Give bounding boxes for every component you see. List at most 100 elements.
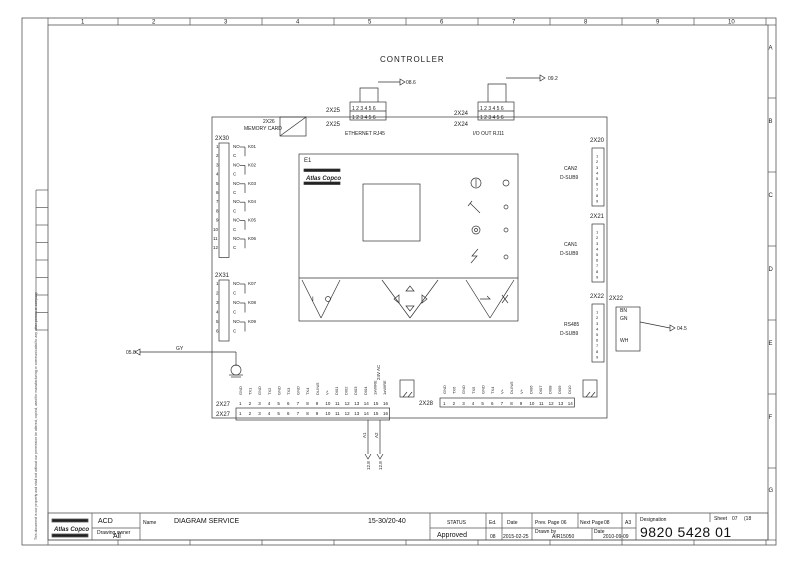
- relay-block-1-contact: NO: [233, 218, 240, 223]
- x27-pin-top: 3: [258, 401, 261, 406]
- relay-block-1-relay: K06: [248, 236, 257, 241]
- column-number: 10: [728, 20, 735, 26]
- row-letter: F: [769, 415, 773, 421]
- designation-label: Designation: [640, 517, 667, 523]
- paper-size: A3: [625, 520, 632, 526]
- controller-display-unit: [298, 153, 519, 322]
- x27-pin-bottom: 14: [364, 411, 370, 416]
- can1-pin: 3: [596, 241, 599, 246]
- drawn-by-label: Drawn by: [535, 529, 557, 535]
- arrow-icon: [134, 348, 141, 356]
- relay-block-1-ref: 2X30: [215, 136, 230, 142]
- can1-sub: D-SUB9: [560, 251, 579, 257]
- brand-bar-top: [303, 168, 341, 172]
- can2-pin: 4: [596, 170, 599, 175]
- x27-pin-top: 2: [249, 401, 252, 406]
- x27-pin-top: 16: [383, 401, 389, 406]
- rs485-pin: 1: [596, 310, 599, 315]
- relay-block-2-ref: 2X31: [215, 273, 230, 279]
- logo-bar-top: [51, 518, 89, 523]
- io-out-plug: [487, 83, 507, 102]
- wire: [639, 321, 671, 329]
- rs485-ref: 2X22: [590, 294, 605, 300]
- relay-block-1-relay: K05: [248, 218, 257, 223]
- model-range: 15-30/20-40: [368, 518, 406, 525]
- x27-pin-bottom: 2: [249, 411, 252, 416]
- rs485-pin: 7: [596, 343, 599, 348]
- x27-signal: GND: [257, 386, 262, 395]
- rs485-pin: 2: [596, 315, 599, 320]
- x28-signal: DI09: [557, 385, 562, 394]
- relay-block-2-contact: NO: [233, 319, 240, 324]
- column-number: 4: [296, 20, 300, 26]
- drawing-frame: [21, 17, 777, 546]
- rs485-pin: 8: [596, 349, 599, 354]
- column-number: 8: [584, 20, 588, 26]
- rs485-cable: [615, 306, 641, 352]
- can1-pin: 6: [596, 258, 599, 263]
- sheet-label: Sheet: [714, 516, 728, 522]
- ground-symbol: [230, 364, 242, 376]
- x27-terminal: [235, 407, 390, 421]
- arrow-icon: [539, 74, 546, 82]
- x28-pin: 10: [529, 401, 535, 406]
- relay-block-1-pin: 6: [216, 190, 219, 195]
- x28-terminal: [439, 397, 575, 408]
- wire: [402, 391, 408, 398]
- outer-border: [21, 17, 777, 546]
- x27-pin-bottom: 6: [287, 411, 290, 416]
- relay-block-2-contact: NO: [233, 300, 240, 305]
- rs485-pin: 5: [596, 332, 599, 337]
- relay-block-1-relay: K02: [248, 162, 257, 167]
- down-arrow-icon: [405, 305, 415, 312]
- rs485-ref-2: 2X22: [609, 296, 624, 302]
- column-number: 6: [440, 20, 444, 26]
- x27-signal: V+: [324, 389, 329, 395]
- up-arrow-icon: [405, 285, 415, 292]
- relay-block-1-relay: K04: [248, 199, 257, 204]
- x27-pin-top: 5: [277, 401, 280, 406]
- relay-block-1-contact: C: [233, 208, 237, 213]
- drawing-name: DIAGRAM SERVICE: [174, 518, 240, 525]
- ethernet-ref-top: 2X25: [326, 108, 341, 114]
- x27-supply: 24V AC: [376, 364, 381, 380]
- can2-pin: 8: [596, 193, 599, 198]
- can1-pin: 7: [596, 263, 599, 268]
- x27-wire-end: 12.8: [378, 461, 383, 470]
- x27-wire-label: A1: [362, 432, 367, 438]
- brand-logo: Atlas Copco: [305, 176, 341, 182]
- x28-pin: 2: [453, 401, 456, 406]
- rs485-connector: [591, 303, 605, 363]
- x27-signal: GND: [238, 386, 243, 395]
- edition-value: 08: [490, 534, 496, 540]
- relay-block-1-contact: NO: [233, 199, 240, 204]
- rs485-pin: 4: [596, 326, 599, 331]
- relay-block-1-contact: NO: [233, 236, 240, 241]
- wire: [279, 116, 307, 137]
- name-label: Name: [143, 520, 157, 526]
- wire: [590, 391, 596, 398]
- x27-ref-top: 2X27: [216, 402, 231, 408]
- x27-pin-top: 15: [373, 401, 379, 406]
- x27-signal: DI01: [334, 386, 339, 395]
- x27-pin-bottom: 3: [258, 411, 261, 416]
- date-label: Date: [507, 520, 518, 526]
- brand-logo-text: Atlas Copco: [53, 527, 89, 533]
- arrow-icon: [364, 453, 372, 460]
- drawn-date-label: Date: [594, 529, 605, 535]
- x27-pin-bottom: 7: [297, 411, 300, 416]
- wire: [301, 279, 322, 319]
- relay-block-2-pin: 2: [216, 291, 219, 296]
- x28-pin: 5: [481, 401, 484, 406]
- ownership-note: This document is our property and shall …: [34, 292, 38, 540]
- relay-block-2-contact: C: [233, 291, 237, 296]
- relay-block-1-contact: C: [233, 153, 237, 158]
- rs485-wire: GN: [620, 316, 628, 322]
- can1-pin: 2: [596, 235, 599, 240]
- x28-pin: 1: [443, 401, 446, 406]
- row-letter: C: [769, 193, 774, 199]
- ethernet-pins-bottom: 1 2 3 4 5 6: [352, 115, 376, 121]
- x27-signal: GND: [276, 386, 281, 395]
- x27-signal: TX4: [305, 387, 310, 395]
